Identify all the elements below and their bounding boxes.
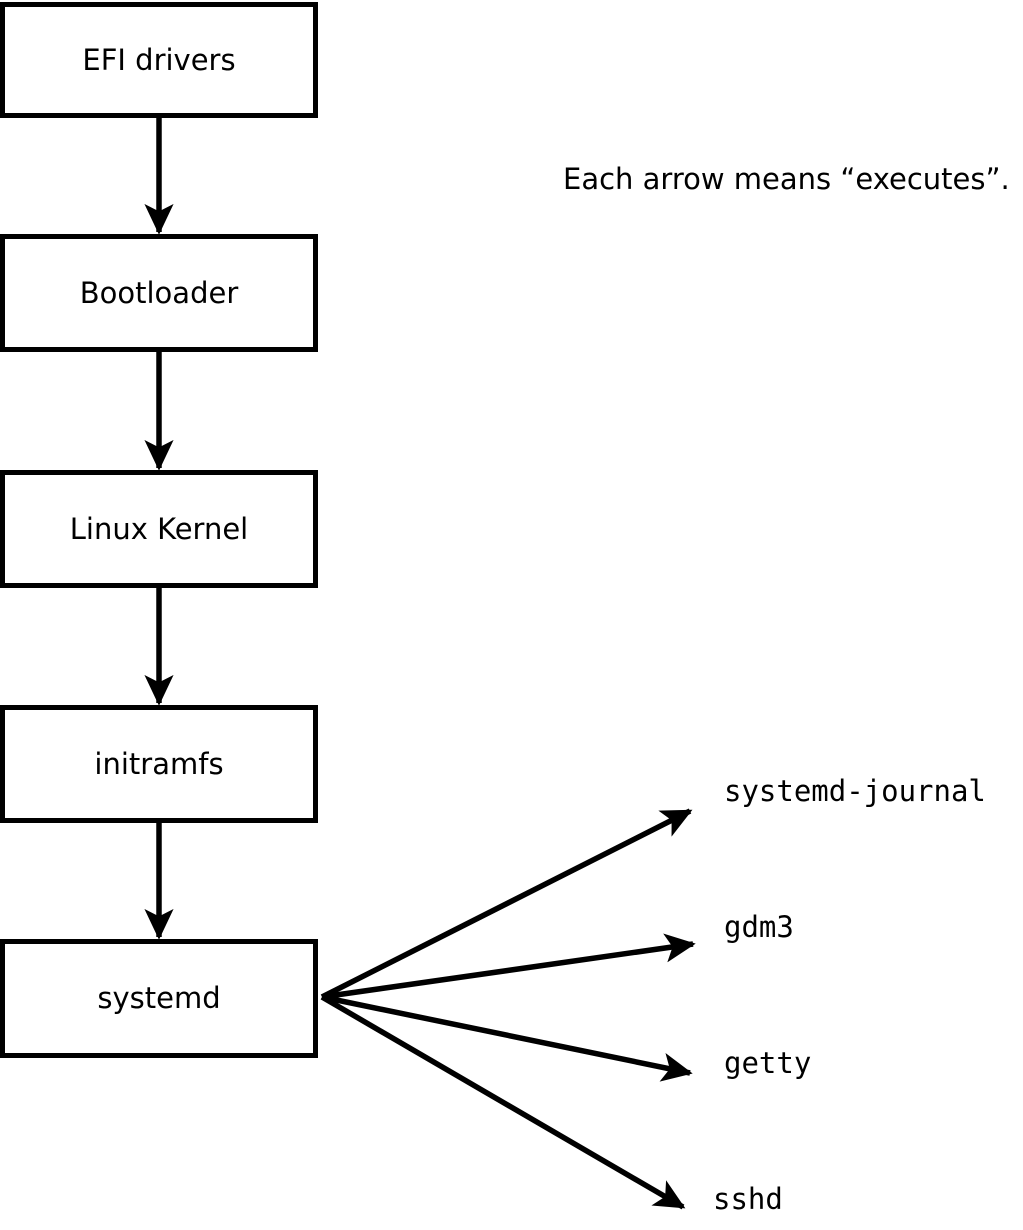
- node-linux-kernel[interactable]: Linux Kernel: [0, 470, 318, 588]
- arrow-systemd-to-gdm3: [321, 933, 696, 1000]
- node-efi-drivers[interactable]: EFI drivers: [0, 2, 318, 118]
- node-label-bootloader: Bootloader: [79, 275, 239, 310]
- service-label-systemd-journal[interactable]: systemd-journal: [724, 774, 986, 808]
- node-label-systemd: systemd: [97, 981, 221, 1015]
- node-initramfs[interactable]: initramfs: [0, 705, 318, 823]
- service-label-gdm3[interactable]: gdm3: [724, 910, 794, 944]
- service-label-getty[interactable]: getty: [724, 1046, 812, 1080]
- node-label-initramfs: initramfs: [94, 746, 224, 781]
- arrow-systemd-to-getty: [321, 994, 693, 1082]
- arrow-systemd-to-systemd-journal: [320, 808, 693, 1000]
- node-label-efi-drivers: EFI drivers: [82, 42, 236, 77]
- service-label-sshd[interactable]: sshd: [713, 1182, 783, 1216]
- arrow-systemd-to-sshd: [320, 994, 686, 1210]
- node-bootloader[interactable]: Bootloader: [0, 234, 318, 352]
- service-arrow-group: [320, 808, 696, 1210]
- node-label-linux-kernel: Linux Kernel: [69, 511, 249, 546]
- node-systemd[interactable]: systemd: [0, 939, 318, 1058]
- legend-note: Each arrow means “executes”.: [563, 162, 1010, 196]
